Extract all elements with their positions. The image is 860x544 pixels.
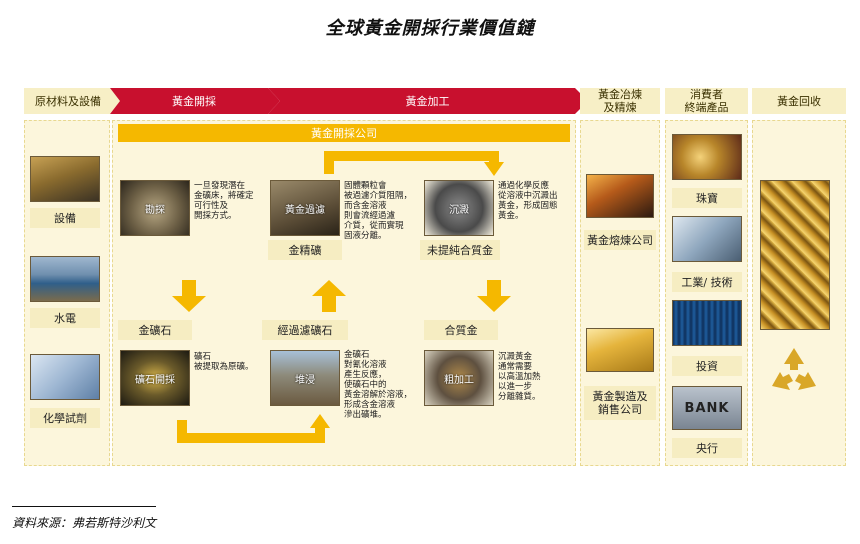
arrow-down-2 <box>477 280 511 312</box>
chemicals-image <box>30 354 100 400</box>
manufacturing-company-label: 黃金製造及 銷售公司 <box>584 386 656 420</box>
recycle-header-shape <box>752 88 846 114</box>
company-bar: 黃金開採公司 <box>118 124 570 142</box>
heap-leach-text: 金礦石 對氰化溶液 產生反應， 使礦石中的 黃金溶解於溶液， 形成含金溶液 滲出… <box>344 350 413 420</box>
raw-header-shape <box>24 88 120 114</box>
exploration-image: 勘探 <box>120 180 190 236</box>
gold-bars-image <box>586 328 654 372</box>
raw-item-chemicals: 化學試劑 <box>30 408 100 428</box>
arrow-up-1 <box>312 280 346 312</box>
consumer-header-shape <box>665 88 748 114</box>
equipment-image <box>30 156 100 202</box>
hydro-image <box>30 256 100 302</box>
consumer-item-investment: 投資 <box>672 356 742 376</box>
dore-label: 合質金 <box>424 320 498 340</box>
investment-image <box>672 300 742 346</box>
ore-mining-image: 礦石開採 <box>120 350 190 406</box>
header-raw: 原材料及設備 <box>35 94 101 108</box>
bank-image: BANK <box>672 386 742 430</box>
gold-scrap-image <box>760 180 830 330</box>
filtered-ore-label: 經過濾礦石 <box>262 320 348 340</box>
filtering-text: 固體顆粒會 被過濾介質阻隔， 而含金溶液 則會流經過濾 介質，從而實現 固液分離… <box>344 181 413 241</box>
smelting-image <box>586 174 654 218</box>
recycle-icon <box>772 348 816 390</box>
rough-processing-image: 粗加工 <box>424 350 494 406</box>
flow-arrows <box>172 151 511 443</box>
arrow-down-1 <box>172 280 206 312</box>
consumer-item-jewelry: 珠寶 <box>672 188 742 208</box>
arrow-u-bottom-head <box>310 414 330 428</box>
ore-label: 金礦石 <box>118 320 192 340</box>
page-title: 全球黃金開採行業價值鏈 <box>325 18 535 39</box>
source-divider <box>12 506 156 507</box>
header-mining: 黃金開採 <box>172 95 216 108</box>
unrefined-label: 未提純合質金 <box>420 240 500 260</box>
smelting-header-shape <box>580 88 660 114</box>
mining-header-shape <box>110 88 280 114</box>
industry-image <box>672 216 742 262</box>
rough-processing-text: 沉澱黃金 通常需要 以高溫加熱 以進一步 分離雜質。 <box>498 352 541 402</box>
precipitation-image: 沉澱 <box>424 180 494 236</box>
arrow-u-top <box>324 151 499 174</box>
ore-mining-text: 礦石 被提取為原礦。 <box>194 352 254 372</box>
header-consumer: 消費者 終端產品 <box>684 88 729 114</box>
processing-header-shape <box>268 88 588 114</box>
header-smelting: 黃金冶煉 及精煉 <box>598 88 642 114</box>
filtering-image: 黃金過濾 <box>270 180 340 236</box>
raw-item-hydro: 水電 <box>30 308 100 328</box>
header-recycle: 黃金回收 <box>777 94 821 108</box>
smelting-company-label: 黃金熔煉公司 <box>584 230 656 250</box>
header-arrows <box>24 88 846 114</box>
jewelry-image <box>672 134 742 180</box>
arrow-u-bottom <box>177 420 325 443</box>
source-note: 資料來源：弗若斯特沙利文 <box>12 516 157 530</box>
concentrate-label: 金精礦 <box>268 240 342 260</box>
consumer-item-industry: 工業/ 技術 <box>672 272 742 292</box>
raw-item-equipment: 設備 <box>30 208 100 228</box>
heap-leach-image: 堆浸 <box>270 350 340 406</box>
arrow-u-top-head <box>484 162 504 176</box>
precipitation-text: 通過化學反應 從溶液中沉澱出 黃金，形成固態 黃金。 <box>498 181 558 221</box>
exploration-text: 一旦發現潛在 金礦床，將確定 可行性及 開採方式。 <box>194 181 254 221</box>
header-processing: 黃金加工 <box>405 95 450 108</box>
consumer-item-central-bank: 央行 <box>672 438 742 458</box>
